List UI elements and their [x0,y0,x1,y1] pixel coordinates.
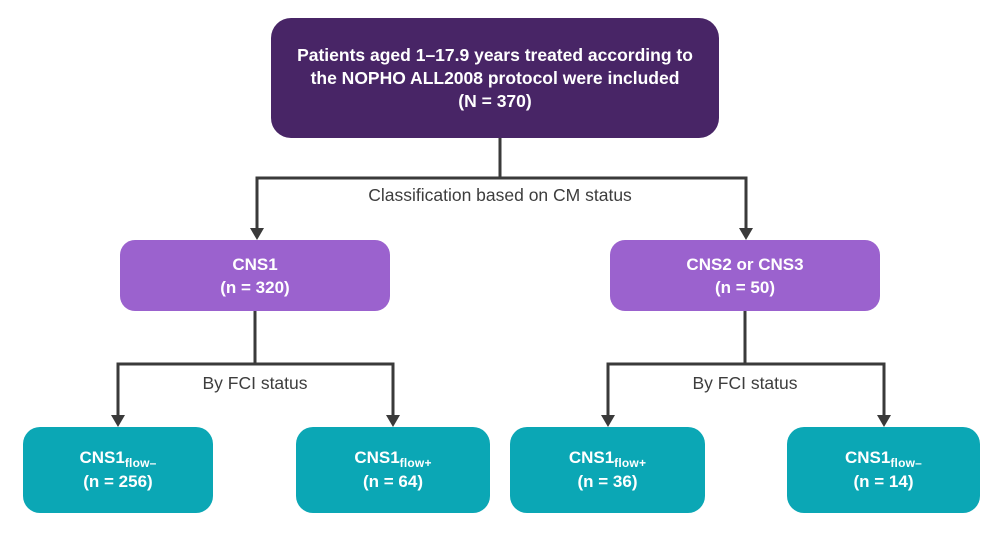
connector-root-to-level1 [255,134,748,232]
box-count: (n = 256) [83,472,153,491]
cns2-cns3-title: CNS2 or CNS3 [686,254,804,274]
arrowhead-cns23-flowpos [601,415,615,427]
cns2-cns3-box: CNS2 or CNS3 (n = 50) [610,240,880,311]
flow-subscript: flow– [124,456,157,470]
cns1-flow-negative-box-large: CNS1flow– (n = 256) [23,427,213,513]
branch-label-fci-right: By FCI status [682,373,808,394]
flow-subscript: flow+ [399,456,432,470]
flow-subscript: flow– [890,456,923,470]
branch-label-cm-status: Classification based on CM status [358,185,642,206]
connector-cns23-to-fci [606,308,886,418]
box-count: (n = 36) [577,472,638,491]
arrowhead-cns23-flowneg [877,415,891,427]
root-box-count: (N = 370) [458,90,532,111]
connector-cns1-to-fci [116,308,395,418]
arrowhead-cns1 [250,228,264,240]
cns1-flow-positive-box-right: CNS1flow+ (n = 36) [510,427,705,513]
cns1-count: (n = 320) [220,277,290,297]
box-title: CNS1flow– [79,448,157,470]
box-count: (n = 14) [853,472,914,491]
arrowhead-cns2-cns3 [739,228,753,240]
flow-subscript: flow+ [614,456,647,470]
cns2-cns3-count: (n = 50) [715,277,775,297]
box-title: CNS1flow+ [568,448,647,470]
box-title: CNS1flow+ [354,448,432,470]
root-box-line2: the NOPHO ALL2008 protocol were included [310,67,680,88]
root-box-included-patients: Patients aged 1–17.9 years treated accor… [271,18,719,138]
root-box-line1: Patients aged 1–17.9 years treated accor… [297,44,693,65]
cns1-flow-positive-box-left: CNS1flow+ (n = 64) [296,427,490,513]
cns1-box: CNS1 (n = 320) [120,240,390,311]
branch-label-fci-left: By FCI status [192,373,318,394]
arrowhead-cns1-flowneg [111,415,125,427]
cns1-flow-negative-box-small: CNS1flow– (n = 14) [787,427,980,513]
arrowhead-cns1-flowpos [386,415,400,427]
cns1-title: CNS1 [232,254,278,274]
box-title: CNS1flow– [844,448,923,470]
box-count: (n = 64) [363,472,423,491]
